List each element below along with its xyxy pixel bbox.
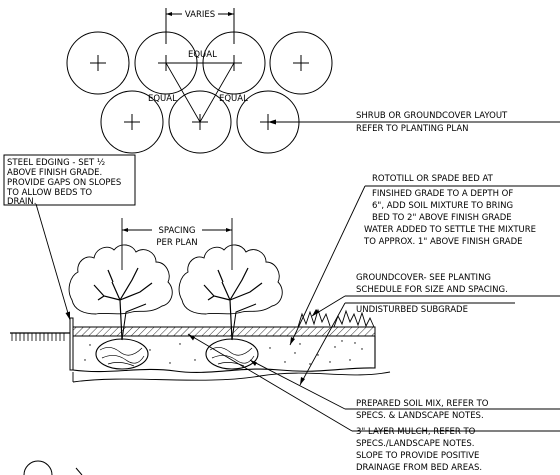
- root-scribbles: [99, 347, 255, 367]
- shrub-right-canopy: [178, 244, 283, 315]
- note-steel-edging: STEEL EDGING - SET ½ ABOVE FINISH GRADE.…: [6, 158, 121, 207]
- shrub-right: [203, 267, 263, 341]
- note-line: PROVIDE GAPS ON SLOPES: [7, 178, 121, 188]
- note-soil-mix: PREPARED SOIL MIX, REFER TO SPECS. & LAN…: [356, 399, 489, 421]
- note-line: SCHEDULE FOR SIZE AND SPACING.: [356, 285, 508, 295]
- note-mulch: 3" LAYER MULCH, REFER TO SPECS./LANDSCAP…: [356, 427, 482, 473]
- note-line: DRAIN.: [7, 197, 37, 207]
- steel-edging: [69, 317, 74, 371]
- note-shrub-layout-line1: SHRUB OR GROUNDCOVER LAYOUT: [356, 111, 508, 121]
- subgrade-curve: [72, 371, 391, 383]
- note-line: TO APPROX. 1" ABOVE FINISH GRADE: [363, 237, 523, 247]
- root-ball-right: [205, 338, 259, 370]
- shrub-circle: [269, 31, 333, 95]
- equal-label-right: EQUAL: [219, 94, 248, 104]
- note-line: SPECS./LANDSCAPE NOTES.: [356, 439, 475, 449]
- equal-spacing-lines: [165, 62, 235, 123]
- note-line: ROTOTILL OR SPADE BED AT: [372, 174, 494, 184]
- note-line: DRAINAGE FROM BED AREAS.: [356, 463, 482, 473]
- spacing-label-line2: PER PLAN: [156, 238, 197, 248]
- root-ball-left: [95, 338, 149, 370]
- note-line: FINSIHED GRADE TO A DEPTH OF: [372, 189, 513, 199]
- varies-label: VARIES: [185, 10, 215, 20]
- note-line: TO ALLOW BEDS TO: [6, 188, 92, 198]
- shrub-circle: [168, 90, 232, 154]
- steel-edging-note-box: [3, 154, 136, 206]
- note-line: SPECS. & LANDSCAPE NOTES.: [356, 411, 484, 421]
- shrub-circle: [100, 90, 164, 154]
- note-subgrade: UNDISTURBED SUBGRADE: [356, 305, 468, 315]
- plan-view-layout: [66, 8, 560, 154]
- grade-ticks: [11, 333, 65, 341]
- equal-label-left: EQUAL: [148, 94, 177, 104]
- note-line: PREPARED SOIL MIX, REFER TO: [356, 399, 489, 409]
- spacing-label-line1: SPACING: [158, 226, 195, 236]
- spacing-dimension: [121, 218, 233, 270]
- note-line: STEEL EDGING - SET ½: [7, 158, 105, 168]
- detail-callout-arc: [23, 460, 83, 475]
- shrub-circle: [66, 31, 130, 95]
- note-line: WATER ADDED TO SETTLE THE MIXTURE: [364, 225, 536, 235]
- note-rototill: ROTOTILL OR SPADE BED AT FINSIHED GRADE …: [363, 174, 536, 247]
- varies-dimension: [165, 8, 235, 44]
- prepared-soil-bottom: [72, 336, 376, 373]
- shrub-left: [93, 267, 153, 341]
- soil-stipple: [84, 340, 363, 365]
- note-groundcover: GROUNDCOVER- SEE PLANTING SCHEDULE FOR S…: [356, 273, 508, 295]
- note-line: BED TO 2" ABOVE FINISH GRADE: [372, 213, 512, 223]
- note-line: ABOVE FINISH GRADE.: [7, 168, 102, 178]
- note-line: SLOPE TO PROVIDE POSITIVE: [356, 451, 479, 461]
- note-shrub-layout-line2: REFER TO PLANTING PLAN: [356, 124, 469, 134]
- note-line: 3" LAYER MULCH, REFER TO: [356, 427, 476, 437]
- equal-label-top: EQUAL: [188, 50, 217, 60]
- section-view: [10, 185, 560, 475]
- leader-arrowheads: [65, 309, 319, 385]
- note-line: 6", ADD SOIL MIXTURE TO BRING: [372, 201, 513, 211]
- note-line: GROUNDCOVER- SEE PLANTING: [356, 273, 491, 283]
- shrub-left-canopy: [68, 244, 173, 315]
